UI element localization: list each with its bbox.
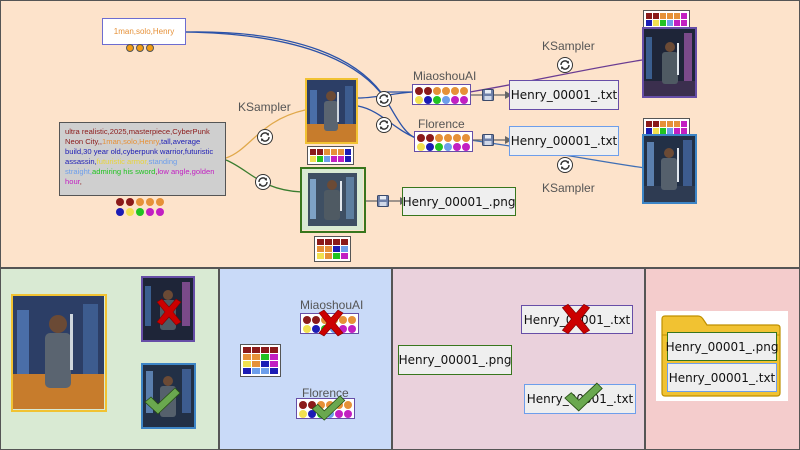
floppy-disk-icon [377, 195, 389, 207]
prompt-segment: standing straight, [65, 157, 178, 176]
prompt-segment: , [99, 137, 103, 146]
ksampler-label-top: KSampler [542, 39, 595, 53]
floppy-disk-icon [482, 134, 494, 146]
green-image-color-grid [314, 236, 351, 262]
green-check-icon [144, 387, 181, 415]
refresh-cycle-icon [255, 174, 271, 190]
prompt-node: ultra realistic,2025,masterpiece,CyberPu… [59, 122, 226, 196]
folder-file-png: Henry_00001_.png [666, 332, 778, 361]
florence-label: Florence [418, 117, 465, 131]
prompt-segment: , [155, 167, 158, 176]
refresh-cycle-icon [557, 57, 573, 73]
trigger-color-dots [126, 44, 154, 52]
image-file-png-bottom: Henry_00001_.png [398, 345, 512, 375]
trigger-words-text: 1man,solo,Henry [113, 27, 175, 36]
prompt-color-grid [116, 198, 164, 216]
caption-file-miaoshou: Henry_00001_.txt [509, 80, 619, 110]
generated-image-green [300, 167, 366, 233]
prompt-segment: 1man,solo,Henry [102, 137, 159, 146]
image-file-png: Henry_00001_.png [402, 187, 516, 216]
prompt-segment: admiring his sword [92, 167, 156, 176]
caption-file-florence: Henry_00001_.txt [509, 126, 619, 156]
gold-image-color-grid [307, 146, 354, 165]
blue-image-color-grid [643, 118, 690, 137]
prompt-segment: futuristic armor, [96, 157, 149, 166]
prompt-segment: CyberPunk Neon City, [65, 127, 210, 146]
generated-image-blue [642, 134, 697, 204]
red-x-icon [156, 298, 182, 326]
prompt-segment: low angle, [157, 167, 192, 176]
refresh-cycle-icon [557, 157, 573, 173]
red-x-icon [561, 303, 591, 335]
green-check-icon [564, 382, 603, 412]
miaoshou-caption-node [412, 84, 471, 105]
prompt-segment: ,tall,average build,30 year old,cyberpun… [65, 137, 214, 166]
florence-label-bottom: Florence [302, 386, 349, 400]
florence-caption-node [414, 131, 473, 152]
green-check-icon [311, 395, 346, 421]
refresh-cycle-icon [257, 129, 273, 145]
ksampler-label-bottom: KSampler [542, 181, 595, 195]
miaoshou-label-bottom: MiaoshouAI [300, 298, 364, 312]
red-x-icon [318, 309, 344, 337]
generated-image-purple [642, 27, 697, 98]
refresh-cycle-icon [376, 117, 392, 133]
prompt-color-grid-small [240, 344, 281, 377]
floppy-disk-icon [482, 89, 494, 101]
ksampler-label-left: KSampler [238, 100, 291, 114]
refresh-cycle-icon [376, 91, 392, 107]
folder-file-txt: Henry_00001_.txt [667, 363, 777, 392]
prompt-segment: ultra realistic,2025,masterpiece, [65, 127, 173, 136]
generated-image-gold [305, 78, 358, 144]
miaoshou-label: MiaoshouAI [413, 69, 477, 83]
trigger-words-node: 1man,solo,Henry [102, 18, 186, 45]
prompt-segment: , [79, 177, 82, 186]
prompt-segment: golden hour [65, 167, 215, 186]
selected-image-gold [11, 294, 107, 412]
